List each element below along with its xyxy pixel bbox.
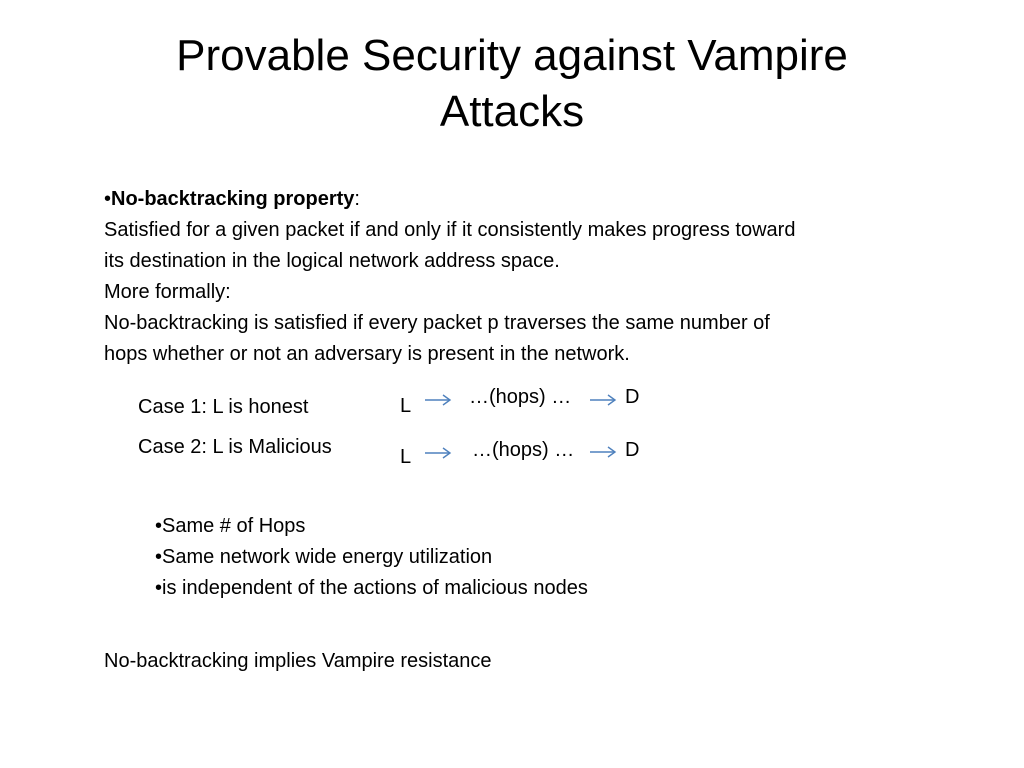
case-1-arrow-1-icon: [425, 394, 452, 406]
consequence-list: •Same # of Hops •Same network wide energ…: [155, 511, 855, 604]
case-2-hops-label: …(hops) …: [472, 439, 575, 461]
case-1-destination-node: D: [625, 386, 640, 408]
property-name: No-backtracking property: [111, 188, 355, 210]
bullet-marker: •: [104, 188, 112, 210]
list-item: •Same network wide energy utilization: [155, 546, 493, 568]
definition-block: •No-backtracking property: Satisfied for…: [104, 184, 944, 370]
property-colon: :: [354, 188, 360, 210]
definition-line-4: No-backtracking is satisfied if every pa…: [104, 312, 770, 334]
slide-title-line-1: Provable Security against Vampire: [176, 31, 848, 80]
property-heading: •No-backtracking property:: [104, 184, 944, 215]
case-1-arrow-2-icon: [590, 394, 617, 406]
definition-line-2: its destination in the logical network a…: [104, 250, 560, 272]
case-1-hops-label: …(hops) …: [469, 386, 572, 408]
case-2-source-node: L: [400, 446, 412, 468]
case-1-label: Case 1: L is honest: [138, 396, 309, 418]
slide-title-line-2: Attacks: [439, 87, 585, 136]
conclusion-text: No-backtracking implies Vampire resistan…: [104, 650, 492, 672]
definition-line-5: hops whether or not an adversary is pres…: [104, 343, 630, 365]
list-item: •Same # of Hops: [155, 515, 306, 537]
slide-title: Provable Security against Vampire Attack…: [60, 28, 964, 140]
definition-line-1: Satisfied for a given packet if and only…: [104, 219, 796, 241]
case-2-arrow-2-icon: [590, 446, 617, 458]
case-2-arrow-1-icon: [425, 447, 452, 459]
list-item: •is independent of the actions of malici…: [155, 577, 588, 599]
case-2-label: Case 2: L is Malicious: [138, 436, 332, 458]
case-2-destination-node: D: [625, 439, 640, 461]
definition-line-3: More formally:: [104, 281, 231, 303]
case-1-source-node: L: [400, 395, 412, 417]
